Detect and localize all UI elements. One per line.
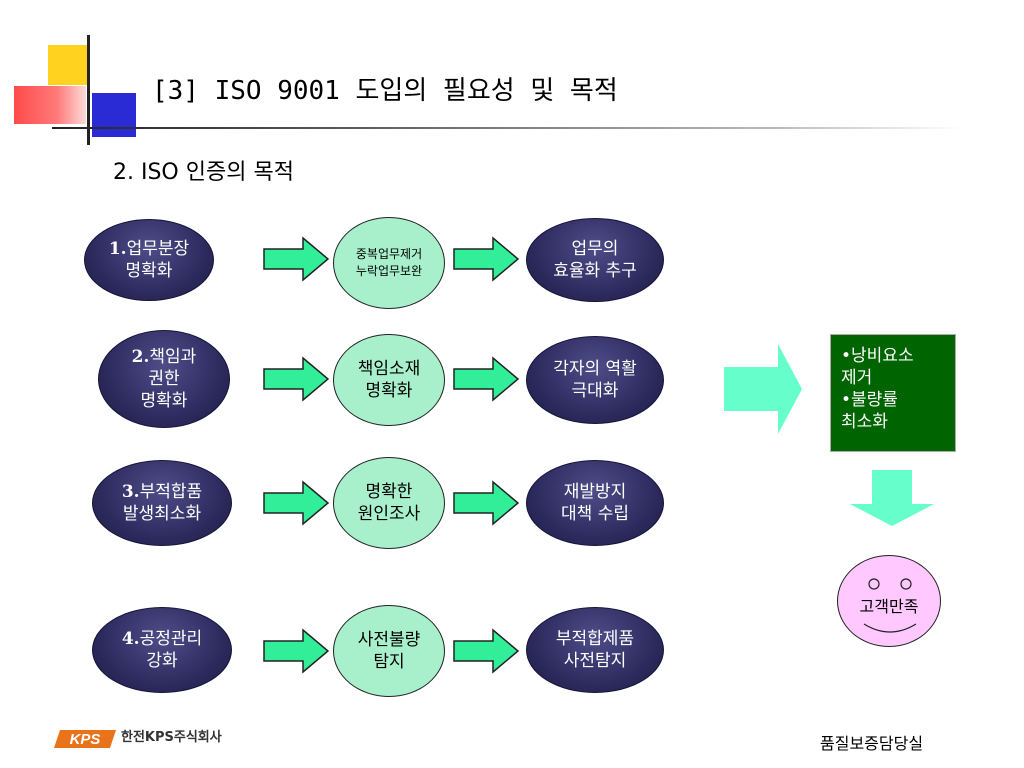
effect-text-line: 부적합제품: [555, 629, 635, 649]
decor-yellow-square: [48, 45, 88, 85]
smiley-face-icon: [837, 555, 941, 647]
decor-blue-square: [92, 93, 136, 137]
cause-number: 3.: [121, 482, 140, 502]
svg-text:KPS: KPS: [70, 731, 101, 748]
cause-number: 4.: [121, 629, 140, 649]
cause-text-line: 명확화: [140, 391, 188, 411]
result-line: •불량률: [841, 390, 898, 410]
right-arrow-icon: [263, 628, 329, 674]
goal-label: 고객만족: [859, 597, 919, 616]
cause-text-line: 공정관리: [139, 629, 203, 649]
effect-text-line: 사전탐지: [563, 651, 627, 671]
right-arrow-icon: [453, 628, 519, 674]
effect-text-line: 재발방지: [563, 482, 627, 502]
means-text-line: 탐지: [373, 652, 405, 672]
result-line: 제거: [841, 368, 873, 388]
means-text-line: 누락업무보완: [355, 264, 423, 278]
slide-subtitle: 2. ISO 인증의 목적: [113, 160, 294, 185]
cause-text-line: 부적합품: [139, 482, 203, 502]
big-right-arrow-icon: [724, 344, 802, 434]
footer-department: 품질보증담당실: [820, 734, 924, 753]
decor-red-bar: [14, 86, 86, 124]
effect-text-line: 효율화 추구: [553, 261, 637, 281]
effect-text-line: 각자의 역활: [553, 359, 637, 379]
cause-text-line: 발생최소화: [122, 504, 202, 524]
cause-number: 1.: [108, 239, 127, 259]
means-text-line: 명확화: [365, 381, 413, 401]
means-text-line: 명확한: [365, 482, 413, 502]
effect-text-line: 대책 수립: [561, 504, 629, 524]
effect-text-line: 극대화: [571, 381, 619, 401]
cause-text-line: 명확화: [125, 261, 173, 281]
means-text-line: 책임소재: [357, 359, 421, 379]
cause-number: 2.: [131, 347, 150, 367]
means-text-line: 중복업무제거: [355, 247, 423, 261]
cause-text-line: 강화: [146, 651, 178, 671]
slide-title: [3] ISO 9001 도입의 필요성 및 목적: [152, 76, 618, 106]
right-arrow-icon: [263, 356, 329, 402]
means-text-line: 사전불량: [357, 630, 421, 650]
right-arrow-icon: [453, 480, 519, 526]
right-arrow-icon: [263, 236, 329, 282]
right-arrow-icon: [453, 236, 519, 282]
cause-text-line: 책임과: [149, 347, 197, 367]
company-name: 한전KPS주식회사: [121, 730, 222, 745]
right-arrow-icon: [453, 356, 519, 402]
effect-text-line: 업무의: [571, 239, 619, 259]
result-line: •낭비요소: [841, 346, 914, 366]
means-text-line: 원인조사: [357, 504, 421, 524]
cause-text-line: 권한: [148, 369, 180, 389]
result-box: •낭비요소 제거 •불량률 최소화: [830, 334, 956, 452]
cause-text-line: 업무분장: [126, 239, 190, 259]
result-line: 최소화: [841, 412, 888, 432]
title-underline: [52, 127, 962, 129]
right-arrow-icon: [263, 480, 329, 526]
decor-vertical-line: [87, 35, 90, 145]
kps-logo-icon: KPS: [54, 730, 116, 748]
down-arrow-icon: [850, 470, 934, 526]
